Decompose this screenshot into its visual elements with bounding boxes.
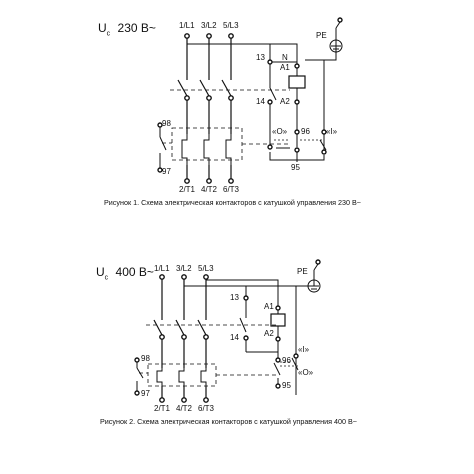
coil-a2-label-2: A2	[264, 329, 274, 338]
terminal2-3-l2: 3/L2	[176, 264, 192, 273]
caption-2: Рисунок 2. Схема электрическая контактор…	[100, 417, 358, 426]
main-poles-1	[177, 36, 232, 181]
terminal-2-t1: 2/T1	[179, 185, 196, 194]
caption-1: Рисунок 1. Схема электрическая контактор…	[104, 198, 362, 207]
coil-a1-label-2: A1	[264, 302, 274, 311]
t97-label-2: 97	[141, 389, 150, 398]
voltage-label-1: Uc 230 В~	[98, 21, 156, 38]
voltage-label-2: Uc 400 В~	[96, 265, 154, 282]
t98-label-2: 98	[141, 354, 150, 363]
terminals-2	[134, 259, 321, 403]
terminal-6-t3: 6/T3	[223, 185, 240, 194]
n-label-1: N	[282, 53, 288, 62]
aux-13-label-1: 13	[256, 53, 265, 62]
control-wiring-1	[187, 21, 341, 162]
btn-on-label-1: «I»	[326, 127, 338, 136]
t97-label-1: 97	[162, 167, 171, 176]
coil-2	[270, 313, 286, 327]
thermal-elements-1	[181, 134, 232, 165]
btn-on-label-2: «I»	[298, 345, 310, 354]
terminal2-6-t3: 6/T3	[198, 404, 215, 413]
btn-off-label-2: «O»	[298, 368, 314, 377]
terminal-3-l2: 3/L2	[201, 21, 217, 30]
aux-14-label-2: 14	[230, 333, 239, 342]
ground-icon-2	[307, 279, 321, 293]
coil-a2-label-1: A2	[280, 97, 290, 106]
terminal-5-l3: 5/L3	[223, 21, 239, 30]
ground-icon-1	[329, 39, 343, 53]
t95-label-2: 95	[282, 381, 291, 390]
terminals-1	[157, 17, 343, 184]
btn-off-label-1: «O»	[272, 127, 288, 136]
pe-label-2: PE	[297, 267, 308, 276]
coil-a1-label-1: A1	[280, 63, 290, 72]
t95-label-1: 95	[291, 163, 300, 172]
terminal-4-t2: 4/T2	[201, 185, 218, 194]
terminal2-2-t1: 2/T1	[154, 404, 171, 413]
aux-13-label-2: 13	[230, 293, 239, 302]
terminal2-5-l3: 5/L3	[198, 264, 214, 273]
terminal2-1-l1: 1/L1	[154, 264, 170, 273]
terminal2-4-t2: 4/T2	[176, 404, 193, 413]
t98-label-1: 98	[162, 119, 171, 128]
thermal-elements-2	[156, 368, 207, 386]
terminal-1-l1: 1/L1	[179, 21, 195, 30]
t96-label-2: 96	[282, 356, 291, 365]
coil-1	[288, 75, 306, 89]
aux-14-label-1: 14	[256, 97, 265, 106]
main-poles-2	[153, 277, 207, 400]
t96-label-1: 96	[301, 127, 310, 136]
pe-label-1: PE	[316, 31, 327, 40]
contact-97-98-1	[159, 125, 172, 170]
